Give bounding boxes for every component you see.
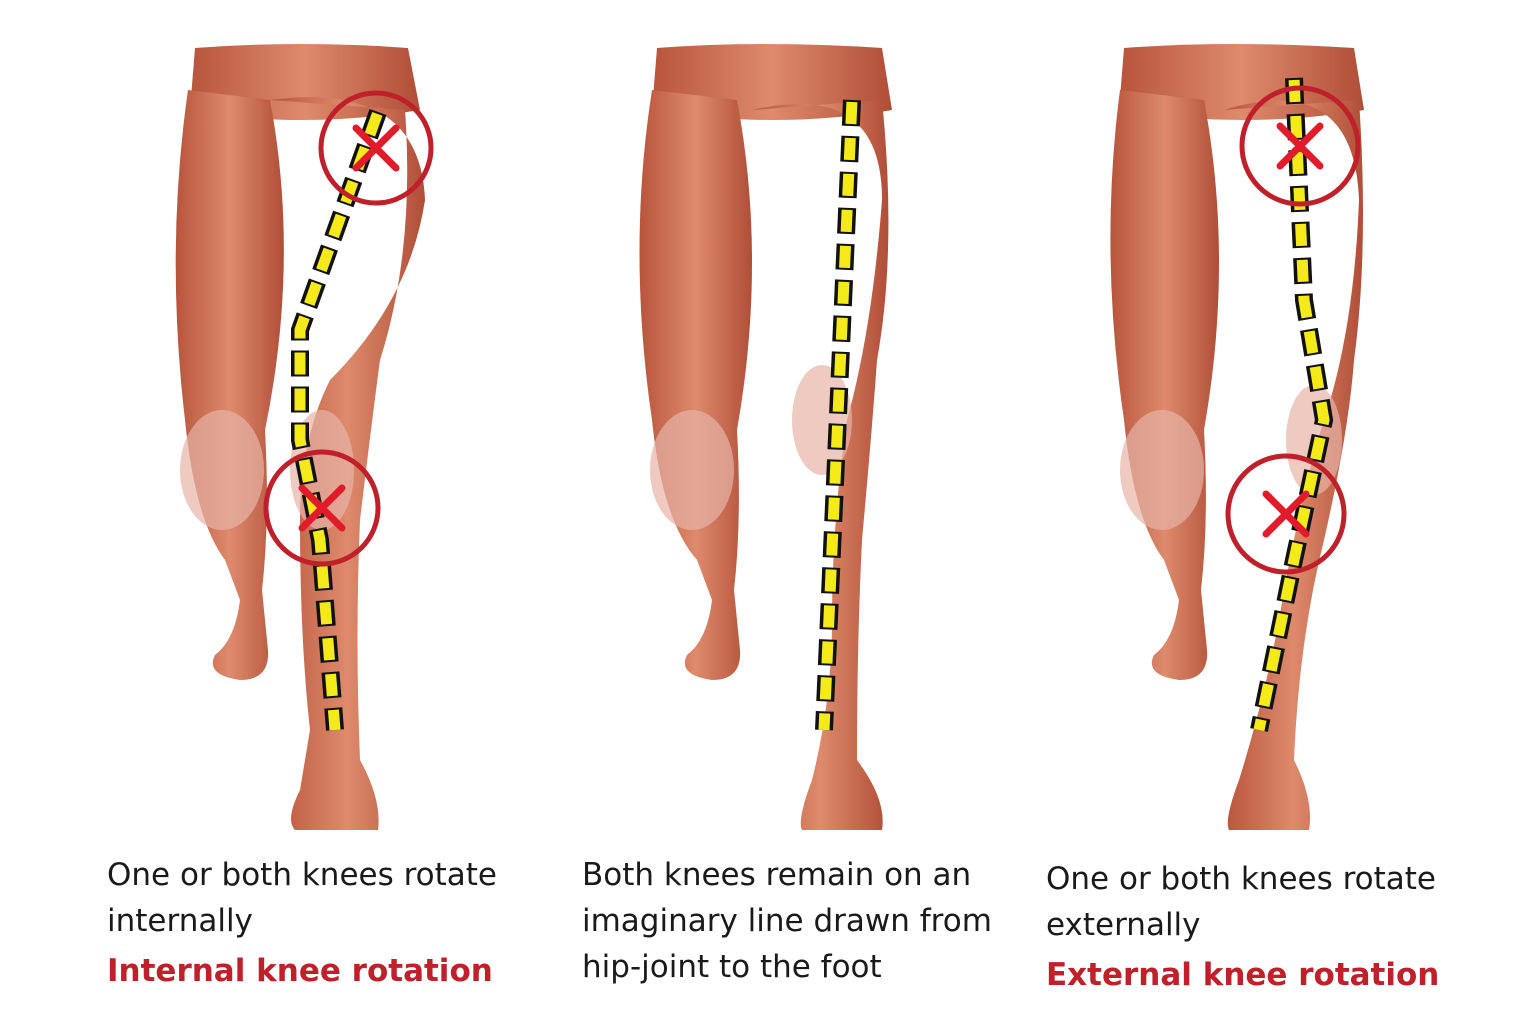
bent-leg-shape bbox=[175, 90, 284, 680]
caption-description: One or both knees rotate internally bbox=[107, 857, 497, 939]
hip-x-marker bbox=[318, 90, 434, 206]
alignment-line bbox=[294, 110, 384, 731]
panel-internal-rotation: One or both knees rotate internally Inte… bbox=[0, 0, 512, 1024]
hip-x-marker bbox=[1239, 85, 1361, 207]
knee-x-marker bbox=[1225, 453, 1347, 575]
bent-knee-cap bbox=[650, 410, 734, 530]
caption-description: One or both knees rotate externally bbox=[1046, 861, 1436, 943]
standing-leg-shape bbox=[752, 100, 889, 830]
legs-illustration-correct bbox=[639, 44, 892, 830]
alignment-line bbox=[818, 99, 858, 731]
alignment-line bbox=[1253, 77, 1330, 732]
bent-leg-shape bbox=[1110, 90, 1219, 680]
caption-description: Both knees remain on an imaginary line d… bbox=[582, 857, 992, 985]
panel-correct-alignment: Both knees remain on an imaginary line d… bbox=[512, 0, 1024, 1024]
bent-knee-cap bbox=[1120, 410, 1204, 530]
caption-label: Internal knee rotation bbox=[107, 953, 493, 989]
legs-illustration-internal bbox=[175, 44, 434, 830]
legs-illustration-external bbox=[1110, 44, 1364, 830]
knee-x-marker bbox=[263, 449, 381, 567]
standing-knee-cap bbox=[792, 365, 852, 475]
caption-internal: One or both knees rotate internally Inte… bbox=[107, 852, 527, 994]
bent-knee-cap bbox=[180, 410, 264, 530]
bent-leg-shape bbox=[639, 90, 752, 680]
caption-external: One or both knees rotate externally Exte… bbox=[1046, 856, 1506, 998]
panel-external-rotation: One or both knees rotate externally Exte… bbox=[1024, 0, 1536, 1024]
caption-correct: Both knees remain on an imaginary line d… bbox=[582, 852, 1022, 990]
caption-label: External knee rotation bbox=[1046, 957, 1440, 993]
